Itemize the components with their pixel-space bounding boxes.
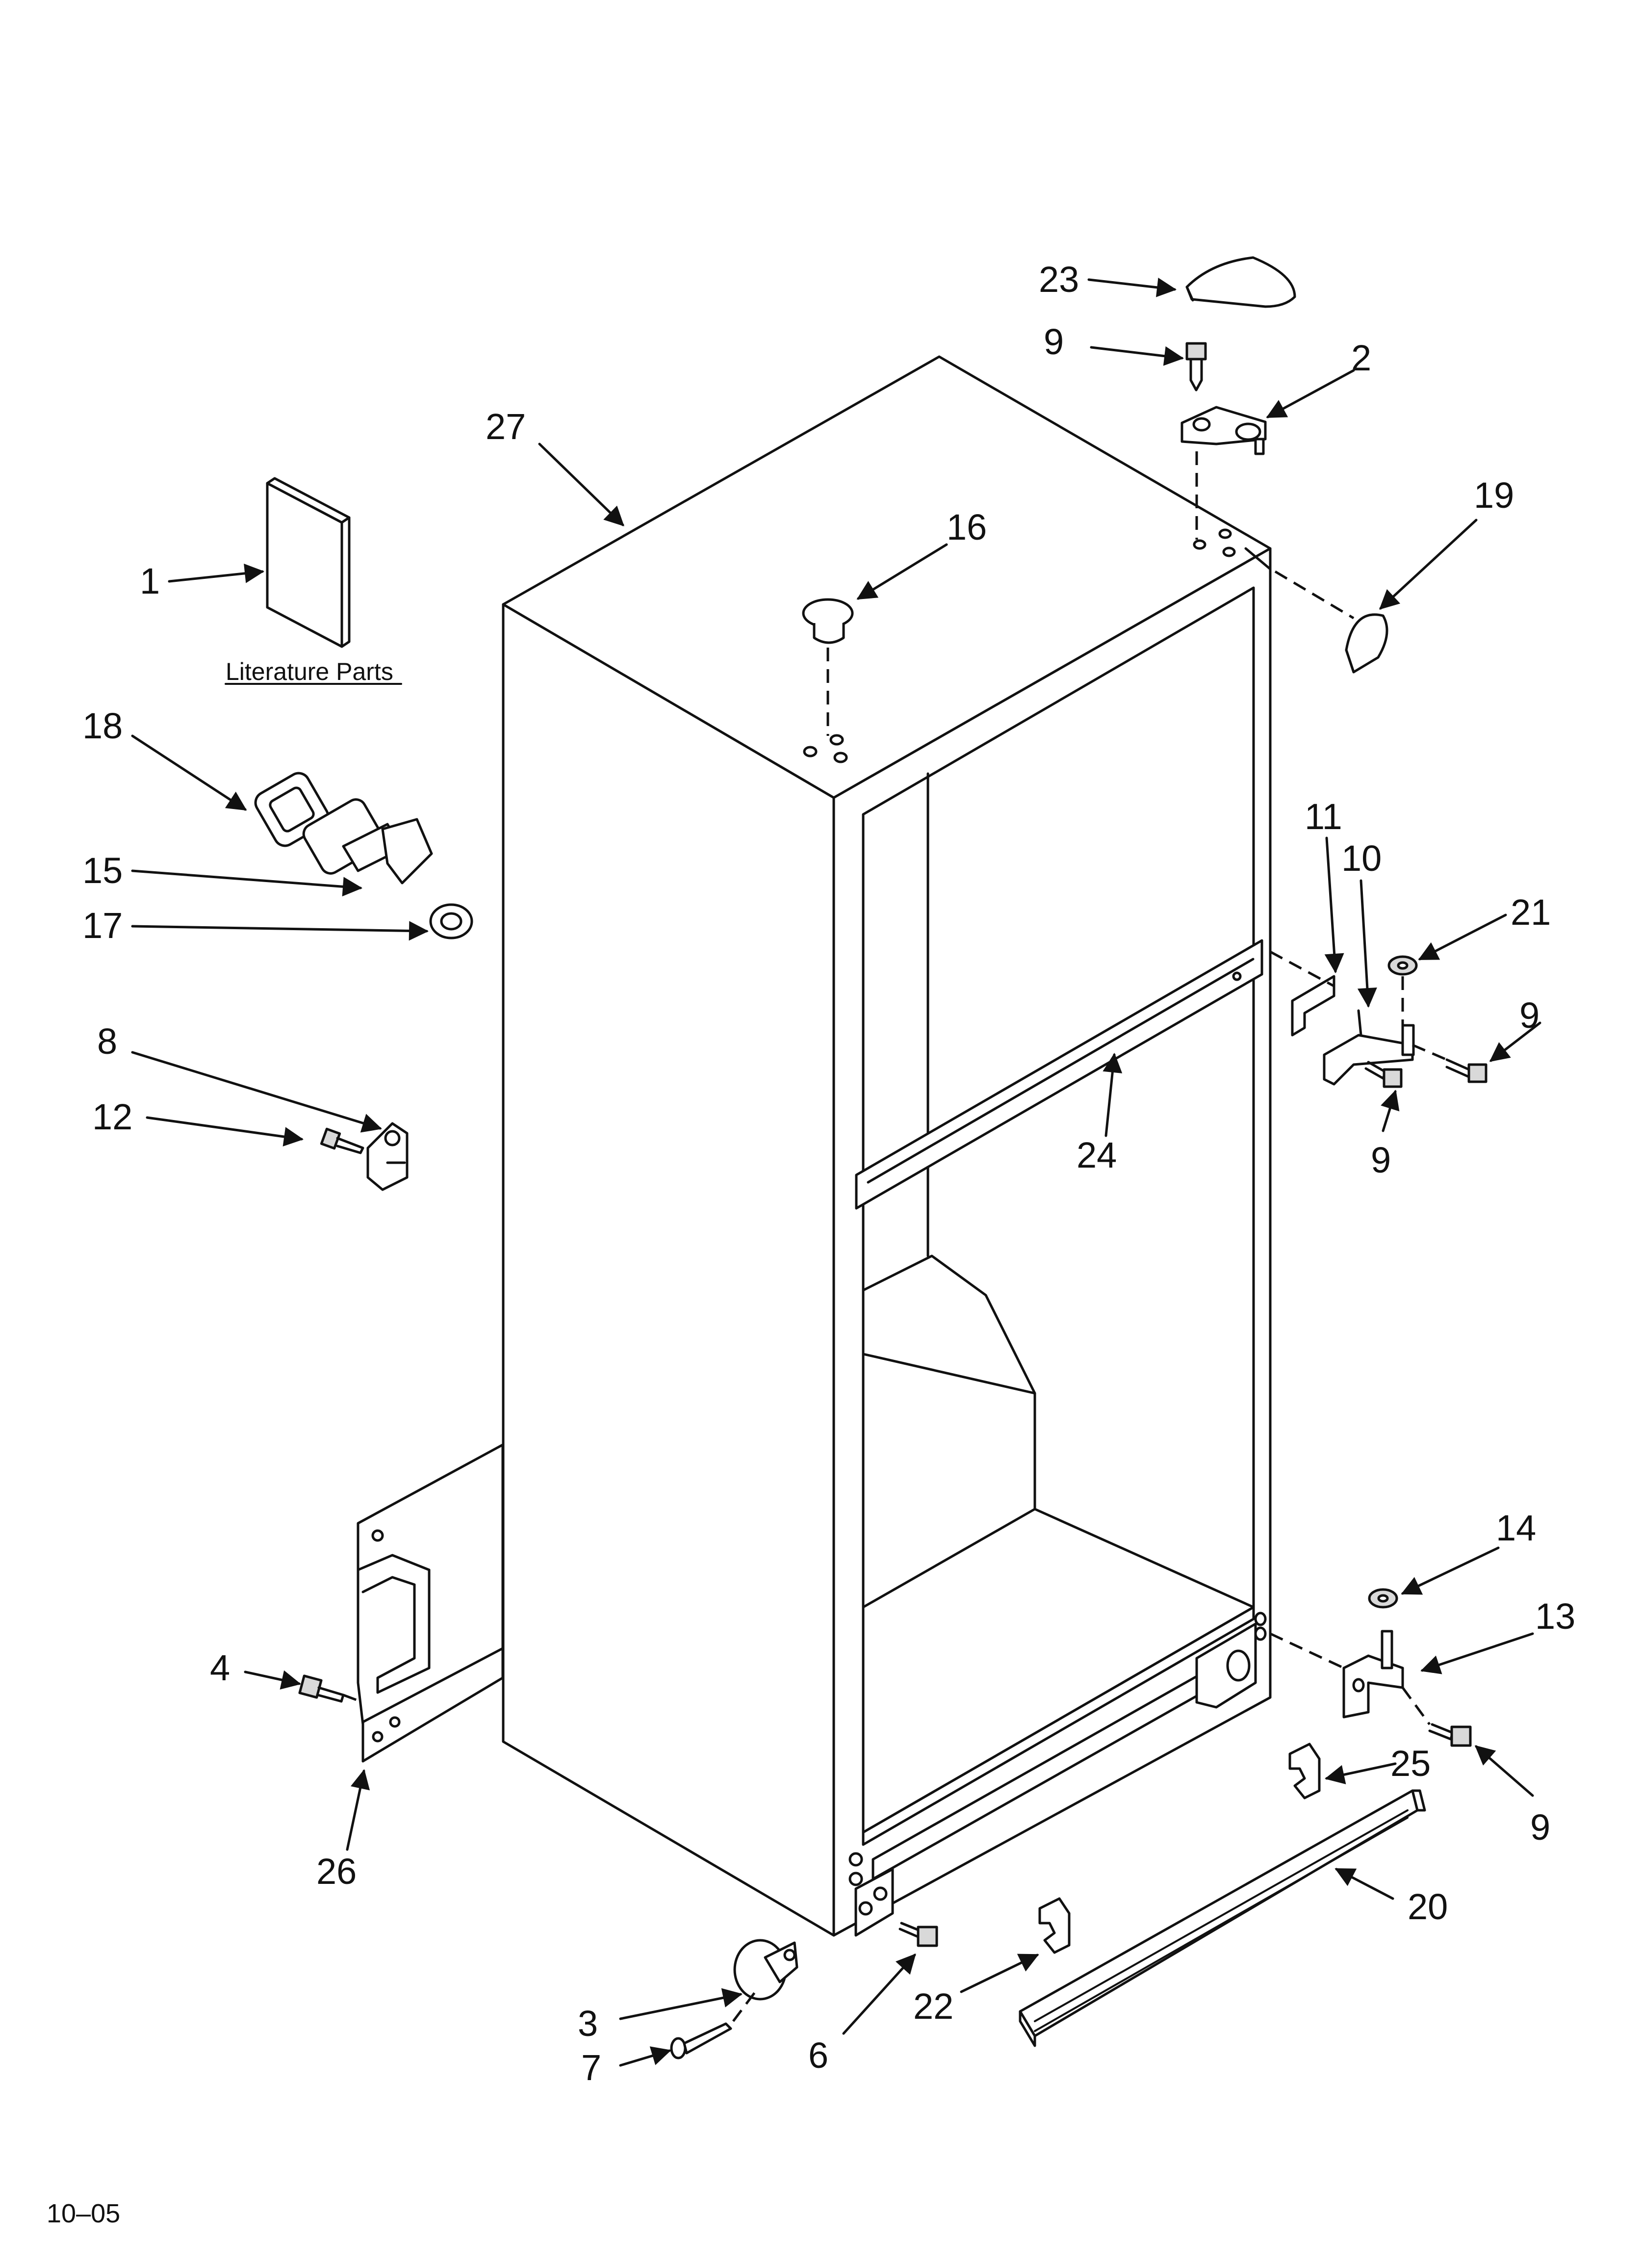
hinge-10-icon [1323,1009,1415,1086]
callout-12: 12 [92,1096,132,1137]
mullion-bar [855,939,1263,1210]
screw-4-icon [298,1674,345,1703]
callout-17: 17 [82,905,123,946]
callout-2: 2 [1351,338,1371,378]
callout-6: 6 [808,2035,828,2076]
callout-19: 19 [1474,475,1514,516]
literature-book-icon [266,477,351,648]
bushing-17-icon [429,903,473,939]
callout-9-lower: 9 [1371,1140,1391,1180]
lower-hinge-13-icon [1342,1630,1404,1719]
diagram-revision-code: 10–05 [47,2199,120,2228]
washer-14-icon [1368,1588,1398,1609]
washer-21-icon [1387,955,1418,976]
callout-16: 16 [947,507,987,547]
screw-9-lower-icon [1364,1061,1403,1088]
literature-caption: Literature Parts [226,658,393,685]
callout-27: 27 [486,406,526,447]
callout-22: 22 [913,1986,953,2027]
callout-1: 1 [140,561,160,601]
latch-8-icon [366,1122,409,1191]
hinge-cover-23-icon [1185,256,1296,308]
callout-7: 7 [581,2047,601,2088]
callout-14: 14 [1496,1508,1536,1548]
refrigerator-cabinet [502,355,1272,1937]
callout-labels: 23 9 2 27 16 19 1 18 15 17 8 12 11 10 21… [82,259,1575,2088]
callout-24: 24 [1077,1135,1117,1175]
callout-25: 25 [1390,1743,1431,1784]
callout-23: 23 [1039,259,1079,300]
pin-7-icon [670,2022,732,2059]
callout-9-top: 9 [1044,321,1064,362]
callout-21: 21 [1511,892,1551,933]
callout-9-bottom: 9 [1530,1807,1550,1848]
grille-clip-22-icon [1038,1897,1071,1954]
screw-9-right-icon [1445,1058,1488,1083]
screw-9-top-icon [1185,342,1207,391]
toe-grille-20-icon [1019,1789,1426,2047]
plug-16-icon [802,598,854,644]
hinge-bracket-11-icon [1291,975,1335,1037]
callout-8: 8 [97,1021,117,1062]
callout-10: 10 [1341,838,1382,879]
callout-18: 18 [82,705,123,746]
callout-20: 20 [1408,1886,1448,1927]
leader-lines [131,278,1541,2067]
callout-26: 26 [316,1851,357,1892]
shaft-15-icon [302,798,433,885]
leveling-leg-3-icon [733,1939,798,2001]
callout-11: 11 [1305,796,1342,837]
callout-13: 13 [1535,1596,1575,1637]
clip-19-icon [1345,613,1388,674]
screw-9-bottom-icon [1428,1723,1472,1747]
callout-4: 4 [210,1647,230,1688]
side-bracket-26-icon [357,1443,504,1763]
callout-9-right: 9 [1519,995,1539,1036]
screw-6-icon [898,1922,938,1947]
screw-12-icon [320,1127,364,1154]
top-hinge-2-icon [1180,406,1267,455]
grille-clip-25-icon [1288,1743,1321,1799]
callout-3: 3 [578,2003,598,2044]
callout-15: 15 [82,850,123,891]
